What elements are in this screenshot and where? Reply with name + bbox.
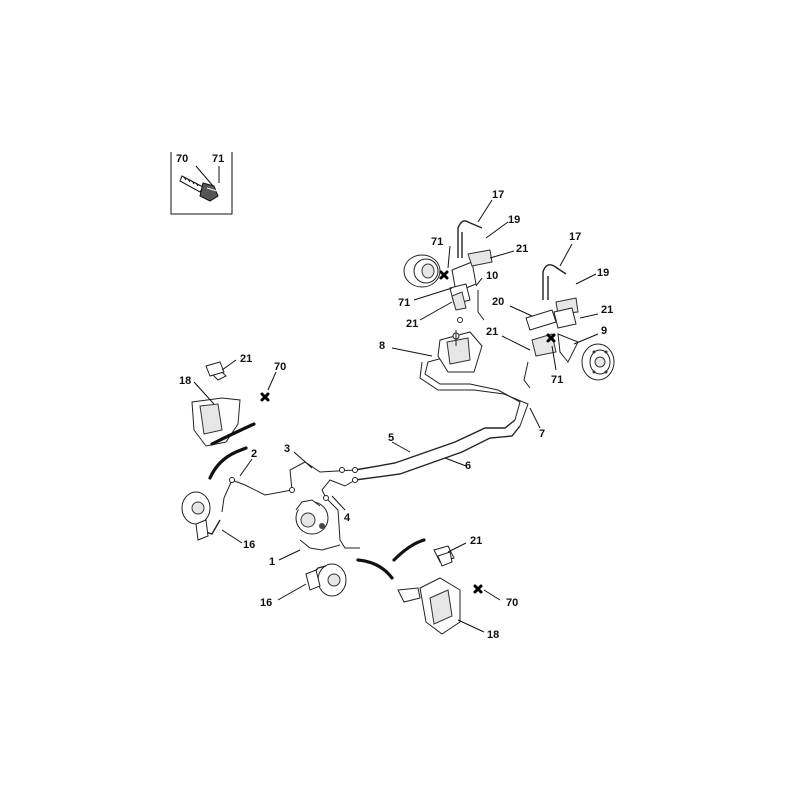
callout-21: 21 [406,318,418,330]
callout-16: 16 [243,539,255,551]
callout-10: 10 [486,270,498,282]
callout-20: 20 [492,296,504,308]
callout-21: 21 [486,326,498,338]
cross-mark-icon [439,270,449,280]
callout-4: 4 [344,512,351,524]
cross-mark-icon [473,584,483,594]
front-left-caliper-bracket [191,361,256,480]
rear-left-drum [403,254,441,288]
callout-21: 21 [240,353,252,365]
callout-21: 21 [516,243,528,255]
callout-19: 19 [597,267,609,279]
cross-mark-icon [260,392,270,402]
callout-6: 6 [465,460,471,472]
callout-70: 70 [274,361,286,373]
callout-7: 7 [539,428,545,440]
callout-71: 71 [398,297,410,309]
inset-label-71: 71 [212,153,224,165]
callout-17: 17 [569,231,581,243]
front-right-caliper-bracket [356,538,461,635]
callout-8: 8 [379,340,385,352]
callout-21: 21 [470,535,482,547]
cross-mark-icon [546,333,556,343]
front-right-hub [305,563,347,597]
callout-2: 2 [251,448,257,460]
inset-label-70: 70 [176,153,188,165]
rear-right-drum [581,343,615,381]
leader-lines [193,199,599,633]
rear-right-hose-bracket [523,264,579,389]
callout-16: 16 [260,597,272,609]
bolt-icon [179,175,219,202]
callout-18: 18 [179,375,191,387]
callout-18: 18 [487,629,499,641]
callout-labels: 17 19 71 21 10 71 21 17 19 20 21 21 9 71… [179,189,613,641]
tightening-marks [260,270,556,594]
callout-71: 71 [551,374,563,386]
callout-5: 5 [388,432,394,444]
rear-compensator-valve [437,330,483,373]
callout-3: 3 [284,443,290,455]
front-left-hub [181,491,221,541]
bolt-inset: 70 71 [170,152,233,215]
callout-21: 21 [601,304,613,316]
callout-1: 1 [269,556,275,568]
abs-modulator [295,499,329,535]
callout-19: 19 [508,214,520,226]
main-brake-pipes [221,355,529,551]
rear-left-hose-bracket [449,220,493,323]
callout-70: 70 [506,597,518,609]
callout-17: 17 [492,189,504,201]
callout-71: 71 [431,236,443,248]
callout-9: 9 [601,325,607,337]
